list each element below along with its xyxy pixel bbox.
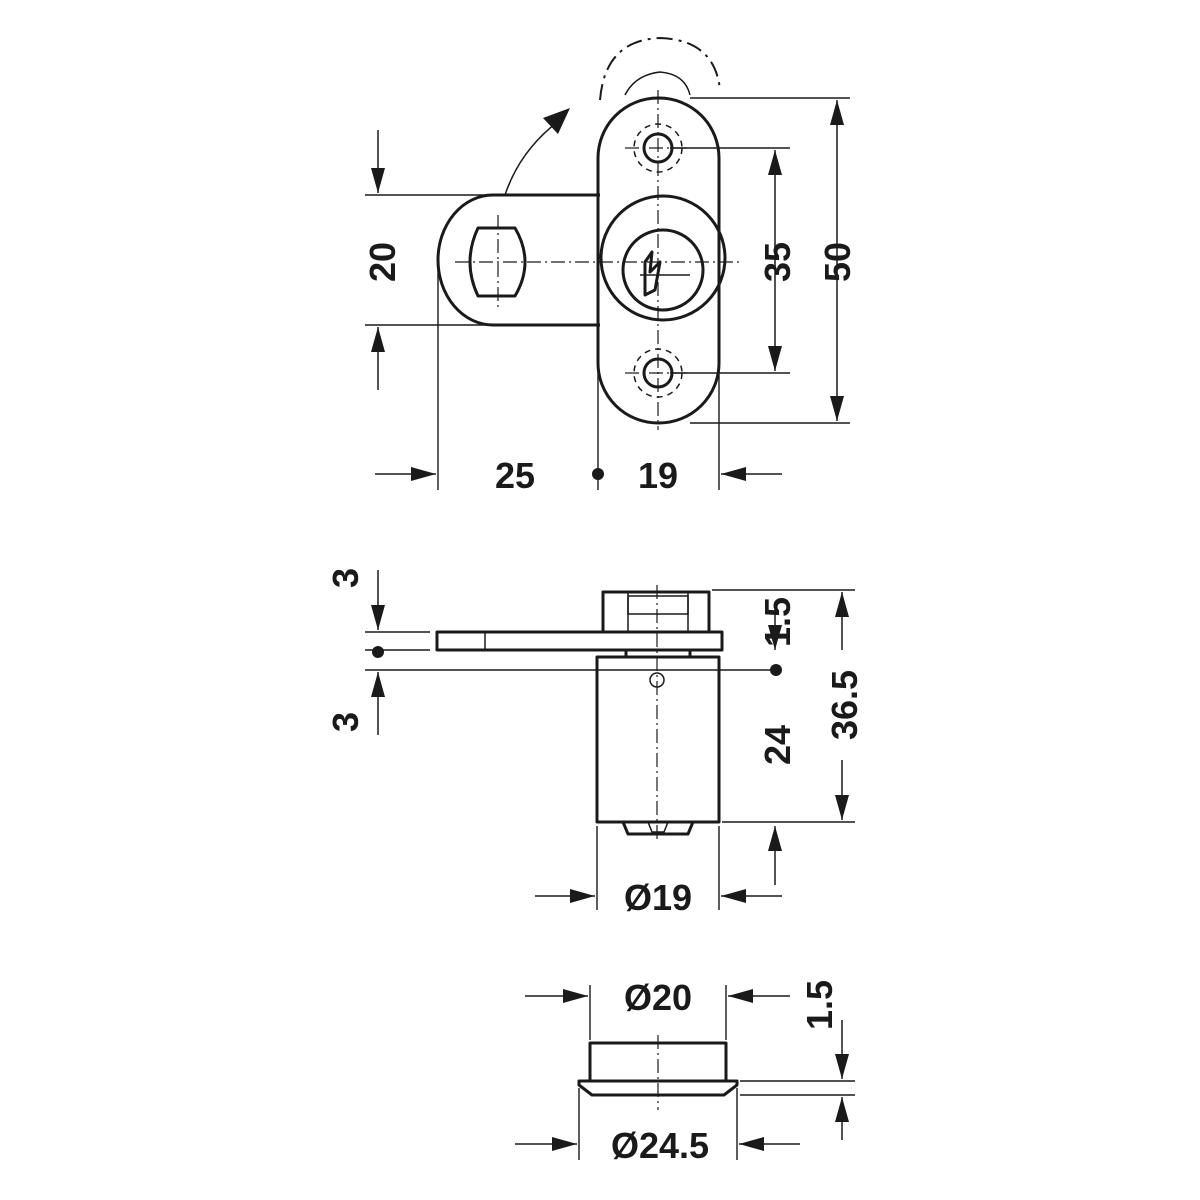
arrow-25-right-icon bbox=[411, 467, 436, 481]
lever-arm bbox=[436, 193, 600, 327]
arrow-3-bottom-icon bbox=[371, 672, 385, 697]
arrow-rosette-1-5-down-icon bbox=[835, 1054, 849, 1079]
dim-label-d20: Ø20 bbox=[624, 977, 692, 1018]
swing-path-inner bbox=[624, 71, 691, 96]
side-plate bbox=[435, 630, 724, 652]
arrow-d24-5-right-icon bbox=[552, 1137, 577, 1151]
top-view: 50 35 20 25 19 bbox=[362, 36, 858, 496]
arrow-d24-5-left-icon bbox=[739, 1137, 764, 1151]
arrow-24-icon bbox=[768, 826, 782, 851]
arrow-50-up-icon bbox=[830, 100, 844, 125]
datum-dot-top bbox=[592, 468, 604, 480]
arrow-d19-right-icon bbox=[570, 889, 595, 903]
lever-hex-hole bbox=[468, 226, 527, 298]
arrow-35-up-icon bbox=[768, 150, 782, 175]
arrow-20-down-icon bbox=[371, 168, 385, 193]
dim-label-3-bottom: 3 bbox=[325, 712, 366, 732]
arrow-20-up-icon bbox=[371, 327, 385, 352]
dim-label-3-top: 3 bbox=[325, 568, 366, 588]
rotation-arrowhead-icon bbox=[543, 108, 570, 134]
dim-label-35: 35 bbox=[757, 242, 798, 282]
body-slot bbox=[621, 821, 695, 836]
arrow-rosette-1-5-up-icon bbox=[835, 1097, 849, 1122]
cylinder-inner bbox=[621, 228, 705, 312]
arrow-35-down-icon bbox=[768, 346, 782, 371]
rosette-view: Ø20 1.5 Ø24.5 bbox=[515, 977, 855, 1166]
dim-label-rosette-1-5: 1.5 bbox=[799, 980, 840, 1030]
swing-path-arc bbox=[599, 36, 721, 101]
cam-nut-hex bbox=[627, 595, 689, 615]
side-view: 3 3 1.5 24 36.5 Ø19 bbox=[325, 568, 865, 918]
arrow-1-5-icon bbox=[768, 625, 782, 650]
arrow-d19-left-icon bbox=[721, 889, 746, 903]
dim-label-36-5: 36.5 bbox=[824, 670, 865, 740]
datum-dot-left bbox=[372, 646, 384, 658]
arrow-19-left-icon bbox=[721, 467, 746, 481]
dim-label-1-5: 1.5 bbox=[757, 597, 798, 647]
rosette-flange bbox=[577, 1079, 739, 1097]
arrow-d20-right-icon bbox=[563, 989, 588, 1003]
arrow-d20-left-icon bbox=[728, 989, 753, 1003]
keyway-icon bbox=[643, 250, 662, 297]
dim-label-24: 24 bbox=[757, 725, 798, 765]
arrow-36-5-up-icon bbox=[835, 592, 849, 617]
dim-label-d24-5: Ø24.5 bbox=[611, 1125, 709, 1166]
cylinder-outer bbox=[599, 194, 727, 322]
dim-label-25: 25 bbox=[495, 455, 535, 496]
datum-dot-right bbox=[770, 664, 782, 676]
dim-label-20: 20 bbox=[362, 242, 403, 282]
arrow-36-5-down-icon bbox=[835, 795, 849, 820]
dim-label-19: 19 bbox=[638, 455, 678, 496]
rotation-arrow-icon bbox=[504, 119, 561, 196]
cam-nut bbox=[601, 590, 711, 634]
cylinder-body bbox=[595, 655, 721, 824]
arrow-3-top-icon bbox=[371, 605, 385, 630]
dim-label-50: 50 bbox=[817, 242, 858, 282]
body-slot-inner bbox=[647, 821, 669, 833]
arrow-50-down-icon bbox=[830, 396, 844, 421]
dim-label-d19: Ø19 bbox=[624, 877, 692, 918]
